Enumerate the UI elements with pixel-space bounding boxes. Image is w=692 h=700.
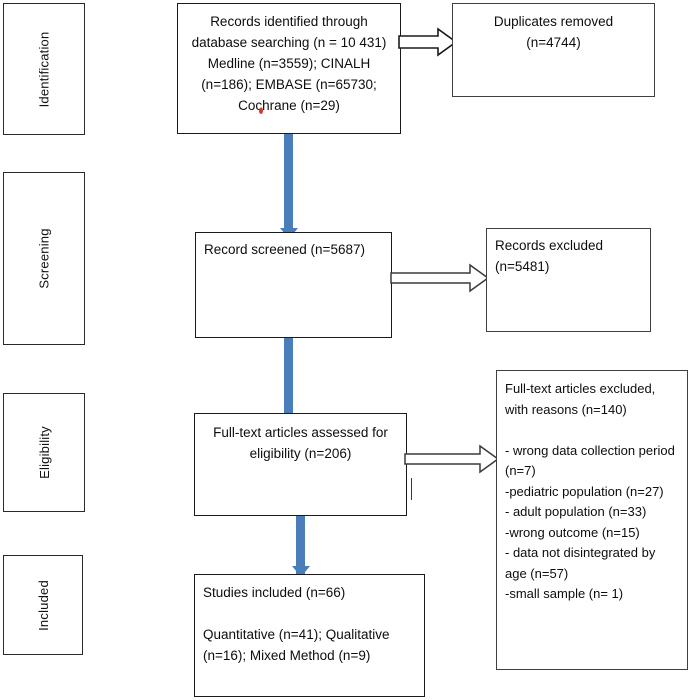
box-records-excluded: Records excluded (n=5481) — [486, 228, 651, 332]
spellcheck-mark — [259, 108, 263, 114]
box-duplicates-removed-text: Duplicates removed (n=4744) — [493, 14, 614, 50]
stage-label-included: Included — [35, 579, 51, 631]
box-record-screened-text: Record screened (n=5687) — [204, 242, 365, 257]
box-records-excluded-text: Records excluded (n=5481) — [495, 238, 604, 274]
block-arrow-screened-to-records-excluded — [390, 261, 490, 295]
stage-label-screening: Screening — [36, 228, 52, 289]
connector-screened-to-eligibility — [284, 336, 293, 428]
stage-box-identification: Identification — [3, 3, 85, 135]
block-arrow-eligibility-to-fulltext-excluded — [404, 443, 500, 475]
connector-identified-to-screened — [284, 132, 293, 236]
box-record-screened: Record screened (n=5687) — [195, 232, 392, 338]
stage-label-identification: Identification — [36, 31, 52, 107]
box-studies-included: Studies included (n=66) Quantitative (n=… — [194, 574, 425, 697]
stage-box-screening: Screening — [3, 172, 85, 345]
box-records-identified: Records identified through database sear… — [177, 3, 401, 134]
connector-eligibility-to-included-arrowhead — [292, 566, 310, 577]
box-fulltext-assessed: Full-text articles assessed for eligibil… — [194, 413, 407, 516]
box-studies-included-text: Studies included (n=66) Quantitative (n=… — [203, 585, 390, 663]
stray-tick-mark — [411, 478, 413, 500]
box-fulltext-assessed-text: Full-text articles assessed for eligibil… — [213, 425, 392, 461]
box-records-identified-text: Records identified through database sear… — [191, 14, 391, 113]
stage-box-included: Included — [3, 555, 83, 655]
box-fulltext-excluded-text: Full-text articles excluded, with reason… — [505, 381, 675, 601]
box-duplicates-removed: Duplicates removed (n=4744) — [452, 3, 655, 97]
block-arrow-identified-to-duplicates — [398, 27, 458, 57]
connector-eligibility-to-included — [296, 516, 305, 574]
box-fulltext-excluded: Full-text articles excluded, with reason… — [496, 370, 688, 670]
stage-label-eligibility: Eligibility — [36, 426, 52, 479]
stage-box-eligibility: Eligibility — [3, 393, 85, 512]
